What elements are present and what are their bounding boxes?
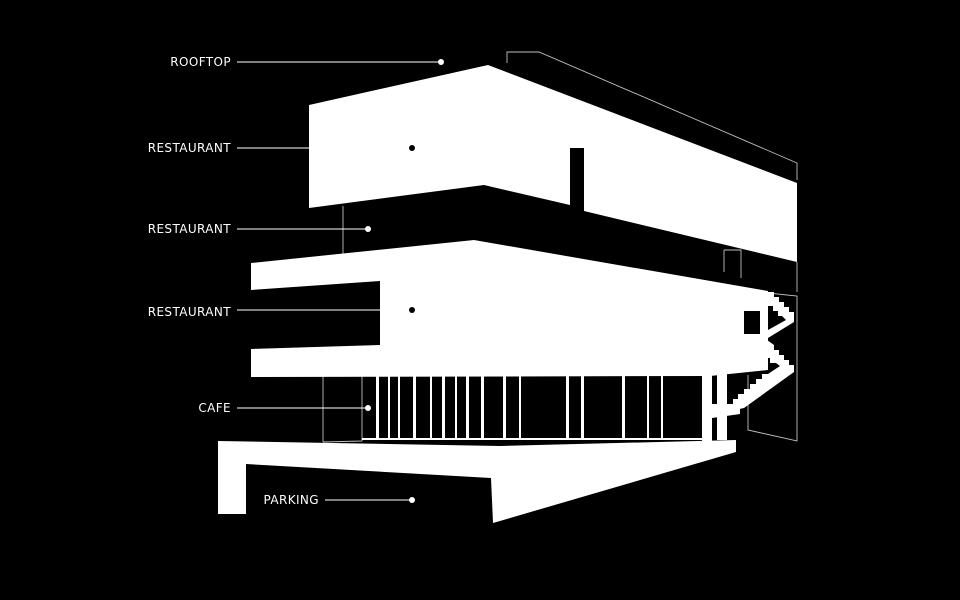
label-restaurant-upper: RESTAURANT [148, 141, 232, 155]
mullion [581, 375, 584, 439]
mullion [388, 374, 390, 439]
dot-restaurant-middle [365, 226, 371, 232]
parking-podium [218, 440, 736, 523]
mullion [413, 374, 416, 439]
leader-lines [237, 61, 441, 501]
rooftop-parapet-outline [506, 51, 798, 180]
mullion [481, 374, 484, 439]
building-masses [218, 65, 797, 523]
mullion [376, 374, 379, 440]
label-restaurant-middle: RESTAURANT [148, 222, 232, 236]
dot-rooftop [438, 59, 444, 65]
stair-window [744, 311, 760, 334]
label-rooftop: ROOFTOP [170, 55, 231, 69]
cafe-glazing [362, 374, 702, 440]
mullion [661, 376, 663, 439]
building-outline-lines [322, 51, 798, 443]
floor-labels: ROOFTOP RESTAURANT RESTAURANT RESTAURANT… [148, 55, 319, 507]
support-column [702, 370, 712, 447]
label-parking: PARKING [264, 493, 320, 507]
stair-landing [712, 404, 740, 418]
mullion [466, 374, 469, 439]
back-wall-outline [723, 249, 798, 292]
mullion [398, 374, 400, 439]
stair-tower-outline [747, 292, 798, 442]
leader-dots [365, 59, 444, 503]
stair-flight-lower [726, 340, 794, 412]
dot-cafe [365, 405, 371, 411]
stair-tower [712, 292, 794, 418]
dot-restaurant-lower [409, 307, 415, 313]
mullion [519, 374, 521, 439]
mullion [455, 374, 457, 439]
dot-parking [409, 497, 415, 503]
glazing-sill [362, 438, 702, 440]
mullion [647, 376, 649, 439]
mullion [442, 374, 445, 439]
mullion [430, 374, 432, 439]
middle-restaurant-block [251, 240, 768, 377]
mullion [503, 374, 506, 439]
mullion [566, 375, 569, 439]
mullion [622, 375, 625, 439]
dot-restaurant-upper [409, 145, 415, 151]
stair-flight-upper [767, 292, 794, 338]
upper-restaurant-block [309, 65, 797, 262]
label-cafe: CAFE [198, 401, 231, 415]
label-restaurant-lower: RESTAURANT [148, 305, 232, 319]
